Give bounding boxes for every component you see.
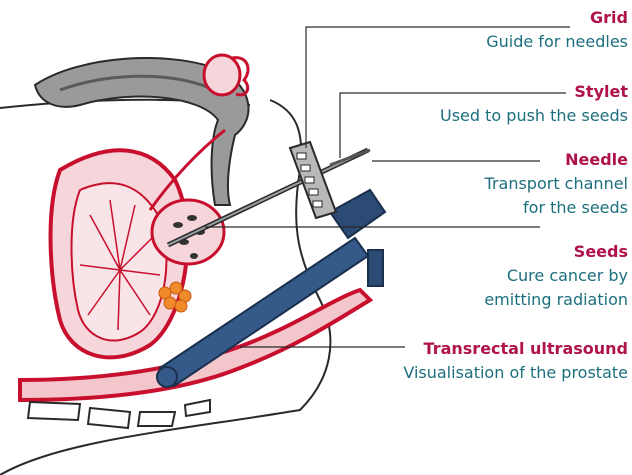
label-seeds-desc-1: Cure cancer by [484,264,628,288]
prostate [152,200,224,264]
label-grid: Grid Guide for needles [486,6,628,54]
label-needle-desc-1: Transport channel [485,172,628,196]
label-seeds-title: Seeds [484,240,628,264]
label-grid-title: Grid [486,6,628,30]
label-needle-desc-2: for the seeds [485,196,628,220]
label-stylet-title: Stylet [440,80,628,104]
stylet [330,150,370,165]
label-seeds: Seeds Cure cancer by emitting radiation [484,240,628,312]
label-needle: Needle Transport channel for the seeds [485,148,628,220]
label-ultrasound: Transrectal ultrasound Visualisation of … [403,337,628,385]
label-seeds-desc-2: emitting radiation [484,288,628,312]
label-needle-title: Needle [485,148,628,172]
label-stylet-desc: Used to push the seeds [440,104,628,128]
label-grid-desc: Guide for needles [486,30,628,54]
vertebrae [28,400,210,428]
label-ultrasound-desc: Visualisation of the prostate [403,361,628,385]
needle [168,150,368,245]
label-ultrasound-title: Transrectal ultrasound [403,337,628,361]
label-stylet: Stylet Used to push the seeds [440,80,628,128]
